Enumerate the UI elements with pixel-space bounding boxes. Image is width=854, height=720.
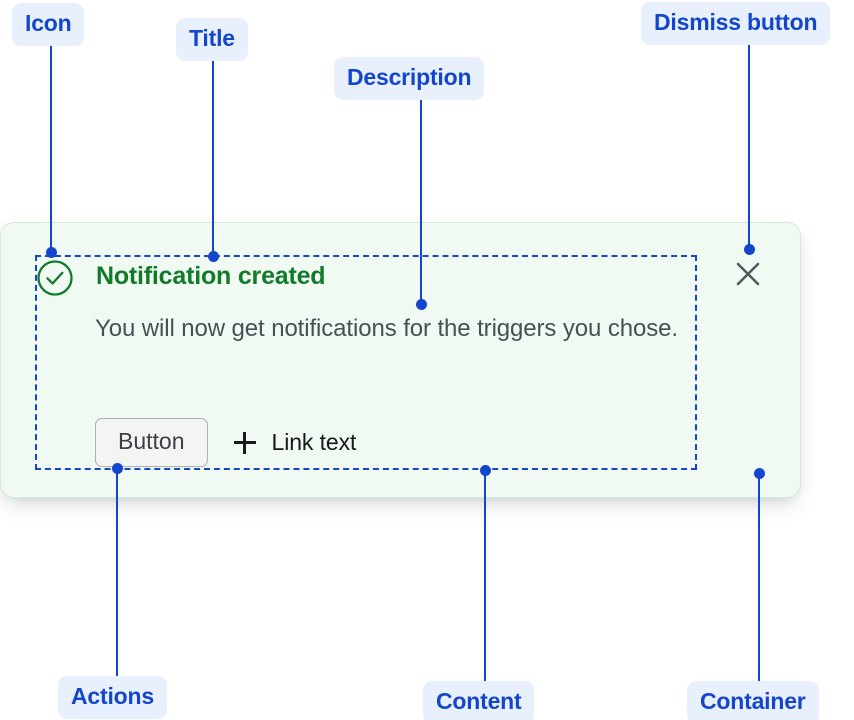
annotation-label-icon: Icon <box>12 3 85 46</box>
leader-line-content <box>484 475 486 681</box>
annotation-label-content: Content <box>423 681 535 720</box>
leader-dot-description <box>415 299 427 310</box>
success-check-circle-icon <box>36 259 74 297</box>
leader-dot-content <box>479 465 491 476</box>
annotation-label-title: Title <box>176 18 248 61</box>
notification-title: Notification created <box>96 262 326 290</box>
dismiss-button[interactable] <box>733 259 763 289</box>
annotation-label-container: Container <box>687 681 819 720</box>
content-region-outline <box>35 255 697 470</box>
plus-icon <box>233 431 256 454</box>
leader-line-icon <box>50 44 52 253</box>
annotation-label-dismiss: Dismiss button <box>641 2 831 45</box>
leader-line-dismiss <box>748 42 750 250</box>
notification-actions: Button Link text <box>95 418 356 467</box>
action-link-label: Link text <box>271 429 357 455</box>
annotation-label-actions: Actions <box>58 676 167 719</box>
leader-dot-title <box>207 251 219 262</box>
action-button[interactable]: Button <box>95 418 208 467</box>
leader-dot-dismiss <box>743 244 755 255</box>
annotation-label-description: Description <box>334 57 485 100</box>
notification-description: You will now get notifications for the t… <box>95 315 678 342</box>
leader-line-title <box>212 59 214 256</box>
leader-dot-container <box>753 468 765 479</box>
action-link[interactable]: Link text <box>233 429 357 455</box>
leader-line-description <box>420 98 422 304</box>
leader-dot-icon <box>45 247 57 258</box>
leader-line-actions <box>116 473 118 676</box>
leader-line-container <box>758 478 760 681</box>
leader-dot-actions <box>111 463 123 474</box>
